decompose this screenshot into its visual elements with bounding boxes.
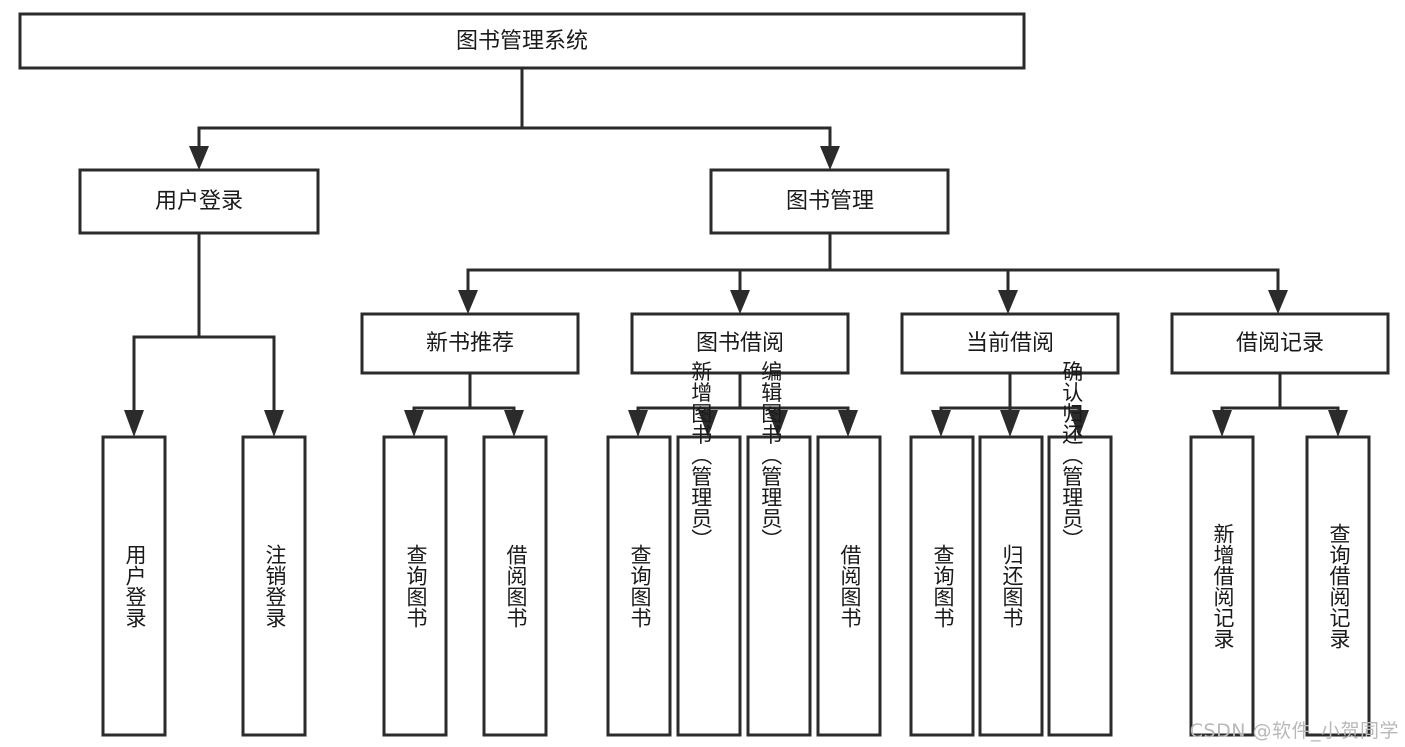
arrow-head-new-book-recommend <box>458 290 478 314</box>
node-leaf-confirm-return[interactable]: 确认归还（管理员） <box>1047 361 1113 737</box>
arrow-head-leaf-query-book-2 <box>628 410 648 437</box>
arrow-head-leaf-user-login <box>124 410 144 437</box>
node-leaf-add-record-box[interactable] <box>1189 435 1255 737</box>
node-leaf-borrow-book-1-box[interactable] <box>482 435 548 737</box>
node-leaf-query-record[interactable]: 查询借阅记录 <box>1305 435 1371 737</box>
arrow-head-leaf-query-book-1 <box>404 410 424 437</box>
connector-layer <box>124 66 1348 437</box>
arrow-head-leaf-return-book <box>1000 410 1020 437</box>
node-leaf-edit-book[interactable]: 编辑图书（管理员） <box>746 361 812 737</box>
node-user-login-box[interactable] <box>78 168 320 235</box>
node-root-label: 图书管理系统 <box>456 29 588 54</box>
node-leaf-borrow-book-2-box[interactable] <box>816 435 882 737</box>
node-book-manage-box[interactable] <box>709 168 950 235</box>
node-leaf-query-book-3[interactable]: 查询图书 <box>909 435 975 737</box>
node-leaf-query-book-2-label: 查询图书 <box>628 544 652 628</box>
node-leaf-borrow-book-1-label: 借阅图书 <box>504 544 528 628</box>
arrow-head-leaf-confirm-return <box>1069 410 1089 437</box>
node-user-login-label: 用户登录 <box>155 189 243 214</box>
arrow-head-user-login <box>189 146 209 170</box>
node-leaf-query-book-3-label: 查询图书 <box>931 544 955 628</box>
node-leaf-borrow-book-2-label: 借阅图书 <box>838 544 862 628</box>
node-leaf-confirm-return-box[interactable] <box>1047 435 1113 737</box>
node-borrow-record-label: 借阅记录 <box>1236 331 1324 356</box>
node-leaf-return-book-box[interactable] <box>978 435 1044 737</box>
node-leaf-user-logout-label: 注销登录 <box>263 544 287 628</box>
node-new-book-recommend-label: 新书推荐 <box>426 331 514 356</box>
node-book-borrow[interactable]: 图书借阅 <box>630 312 850 375</box>
arrow-head-current-borrow <box>998 290 1018 314</box>
node-leaf-add-book[interactable]: 新增图书（管理员） <box>676 361 742 737</box>
node-leaf-add-record[interactable]: 新增借阅记录 <box>1189 435 1255 737</box>
node-current-borrow-box[interactable] <box>900 312 1120 375</box>
node-leaf-user-logout[interactable]: 注销登录 <box>241 435 307 737</box>
node-book-borrow-label: 图书借阅 <box>696 331 784 356</box>
arrow-head-leaf-user-logout <box>264 410 284 437</box>
arrow-head-leaf-add-book <box>698 410 718 437</box>
node-leaf-return-book-label: 归还图书 <box>1000 544 1024 628</box>
arrow-head-book-borrow <box>730 290 750 314</box>
node-user-login[interactable]: 用户登录 <box>78 168 320 235</box>
arrow-head-leaf-query-book-3 <box>931 410 951 437</box>
node-leaf-return-book[interactable]: 归还图书 <box>978 435 1044 737</box>
node-book-manage-label: 图书管理 <box>786 189 874 214</box>
node-leaf-add-book-box[interactable] <box>676 435 742 737</box>
arrow-head-book-manage <box>820 146 840 170</box>
arrow-head-leaf-edit-book <box>768 410 788 437</box>
node-leaf-user-login-box[interactable] <box>101 435 167 737</box>
node-leaf-user-logout-box[interactable] <box>241 435 307 737</box>
node-leaf-query-book-3-box[interactable] <box>909 435 975 737</box>
node-leaf-query-book-1[interactable]: 查询图书 <box>382 435 448 737</box>
node-leaf-add-book-label: 新增图书（管理员） <box>689 361 713 550</box>
node-leaf-edit-book-label: 编辑图书（管理员） <box>759 361 783 550</box>
node-leaf-borrow-book-2[interactable]: 借阅图书 <box>816 435 882 737</box>
node-borrow-record-box[interactable] <box>1170 312 1390 375</box>
node-leaf-edit-book-box[interactable] <box>746 435 812 737</box>
node-leaf-confirm-return-label: 确认归还（管理员） <box>1060 361 1084 550</box>
arrow-head-leaf-query-record <box>1328 410 1348 437</box>
node-leaf-user-login[interactable]: 用户登录 <box>101 435 167 737</box>
arrow-head-leaf-add-record <box>1212 410 1232 437</box>
node-current-borrow[interactable]: 当前借阅 <box>900 312 1120 375</box>
node-new-book-recommend-box[interactable] <box>360 312 580 375</box>
node-book-manage[interactable]: 图书管理 <box>709 168 950 235</box>
node-leaf-user-login-label: 用户登录 <box>123 544 147 628</box>
watermark-text: CSDN @软件_小贺同学 <box>1189 720 1399 742</box>
arrow-head-leaf-borrow-book-2 <box>838 410 858 437</box>
node-leaf-query-book-2-box[interactable] <box>606 435 672 737</box>
arrow-head-leaf-borrow-book-1 <box>504 410 524 437</box>
node-leaf-add-record-label: 新增借阅记录 <box>1211 523 1235 649</box>
arrow-head-borrow-record <box>1268 290 1288 314</box>
node-current-borrow-label: 当前借阅 <box>966 331 1054 356</box>
node-leaf-query-book-1-box[interactable] <box>382 435 448 737</box>
node-leaf-query-book-1-label: 查询图书 <box>404 544 428 628</box>
node-leaf-query-book-2[interactable]: 查询图书 <box>606 435 672 737</box>
node-leaf-query-record-box[interactable] <box>1305 435 1371 737</box>
node-root[interactable]: 图书管理系统 <box>18 12 1026 70</box>
node-borrow-record[interactable]: 借阅记录 <box>1170 312 1390 375</box>
node-leaf-query-record-label: 查询借阅记录 <box>1327 523 1351 649</box>
node-book-borrow-box[interactable] <box>630 312 850 375</box>
node-new-book-recommend[interactable]: 新书推荐 <box>360 312 580 375</box>
node-leaf-borrow-book-1[interactable]: 借阅图书 <box>482 435 548 737</box>
node-root-box[interactable] <box>18 12 1026 70</box>
